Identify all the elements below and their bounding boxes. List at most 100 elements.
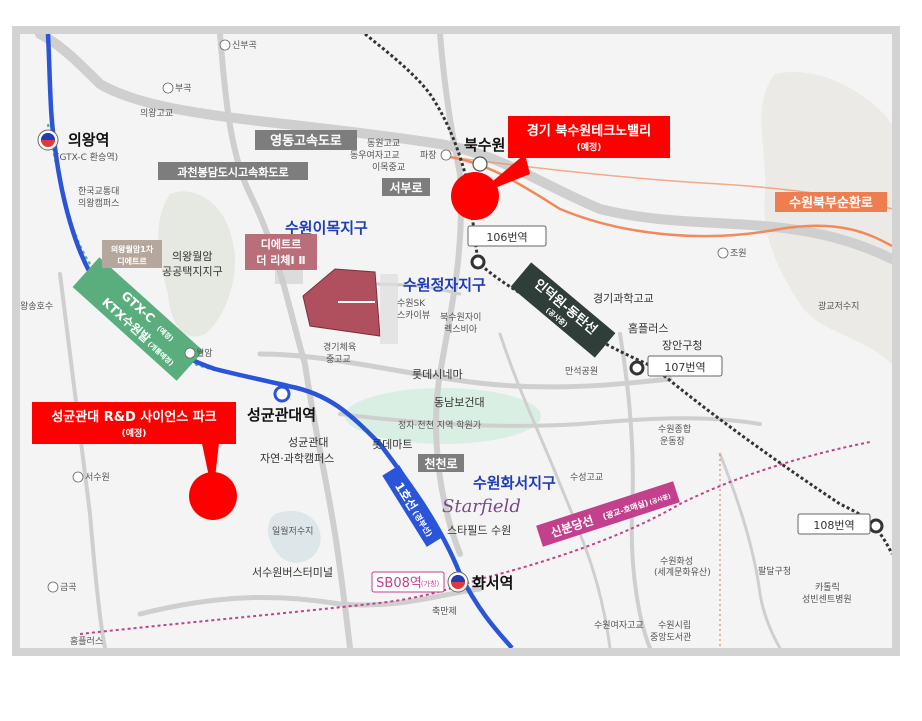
callout-box-skku <box>32 402 236 444</box>
park-woram <box>158 191 235 337</box>
poi-dongwon-3: 이목중교 <box>372 162 405 173</box>
map-canvas: 영동고속도로 과천봉담도시고속화도로 서부로 수원북부순환로 천천로 GTX-C… <box>20 34 892 648</box>
skku-pointer <box>200 434 220 496</box>
label-box-seobu <box>382 178 430 196</box>
station-uiwang-sub: (GTX-C 환승역) <box>56 151 118 163</box>
ic-jowon: 조원 <box>730 248 747 259</box>
ic-icon-woram <box>184 347 196 359</box>
station-sungkyunkwan <box>273 385 291 403</box>
poi-pe-1: 경기체육 <box>323 341 356 353</box>
poi-lotte-mart: 롯데마트 <box>372 438 412 451</box>
station-bugsuwon: 북수원 <box>464 136 505 154</box>
poi-carollic-2: 성빈센트병원 <box>802 594 852 605</box>
poi-ilwol: 일월저수지 <box>272 525 313 537</box>
road-label-yeongdong: 영동고속도로 <box>270 134 342 149</box>
callout-dietre-2: 더 리체Ⅰ Ⅱ <box>256 253 305 267</box>
map-frame: 영동고속도로 과천봉담도시고속화도로 서부로 수원북부순환로 천천로 GTX-C… <box>12 26 900 656</box>
callout-box-valley <box>508 116 670 158</box>
callout-skku: 성균관대 R&D 사이언스 파크 <box>51 409 216 425</box>
poi-carollic-1: 카톨릭 <box>815 581 840 593</box>
poi-uiwang-high: 의왕고교 <box>140 108 173 119</box>
valley-pointer <box>475 154 530 196</box>
poi-sci-high: 경기과학고교 <box>593 292 654 305</box>
station-uiwang: 의왕역 <box>68 131 109 149</box>
label-box-gwacheon <box>158 162 308 180</box>
station-hwaseo: 화서역 <box>472 574 513 592</box>
poi-starfield-logo: Starfield <box>442 496 521 517</box>
station-sungkyunkwan: 성균관대역 <box>247 406 316 424</box>
poi-skku-campus-2: 자연·과학캠퍼스 <box>260 452 334 465</box>
ic-icon-jowon <box>717 247 729 259</box>
tag-107: 107번역 <box>664 361 705 374</box>
station-tags: 106번역 107번역 108번역 SB08역 (가칭) <box>371 225 871 593</box>
location-map: 영동고속도로 과천봉담도시고속화도로 서부로 수원북부순환로 천천로 GTX-C… <box>20 34 892 648</box>
ic-icon-singok <box>219 39 231 51</box>
park-gwanggyo <box>761 72 892 364</box>
callout-box-uiwang-dietre <box>102 240 162 268</box>
tag-box-107 <box>647 355 723 377</box>
poi-seosuwon-bus: 서수원버스터미널 <box>252 566 333 579</box>
korail-hwaseo-half <box>451 575 465 582</box>
ic-icon-seosuwon <box>72 471 84 483</box>
district-imok: 수원이목지구 <box>285 219 368 237</box>
station-107 <box>629 360 645 376</box>
poi-library-1: 수원시립 <box>658 620 691 631</box>
poi-suseong: 수성고교 <box>570 472 603 483</box>
road-label-seobu: 서부로 <box>389 180 422 195</box>
line-1ho <box>45 34 514 648</box>
tag-106: 106번역 <box>486 231 527 244</box>
tag-box-sb08 <box>371 571 445 593</box>
poi-pe-2: 중고교 <box>326 354 351 365</box>
ic-bugsuwon <box>472 156 488 172</box>
poi-bukjeong-1: 북수원자이 <box>440 312 481 323</box>
poi-labels: 신부곡 부곡 의왕고교 한국교통대 의왕캠퍼스 의왕월암 공공택지지구 왕송호수… <box>20 40 859 647</box>
poi-jangan: 장안구청 <box>662 339 702 352</box>
callout-uiwang-dietre-2: 디에트르 <box>117 256 147 266</box>
poi-korail-univ-2: 의왕캠퍼스 <box>78 197 119 209</box>
line-sinbundang <box>79 441 871 635</box>
district-jeongja: 수원정자지구 <box>403 276 486 294</box>
ic-geumgok: 금곡 <box>60 582 77 593</box>
ic-woram: 월암 <box>196 347 213 359</box>
ic-paris: 파장 <box>420 150 437 161</box>
academy-zone <box>345 388 541 444</box>
poi-sports-1: 수원종합 <box>658 424 691 435</box>
road-label-cheoncheon: 천천로 <box>424 456 457 471</box>
poi-woram-2: 공공택지지구 <box>162 265 223 278</box>
tag-box-106 <box>467 225 547 247</box>
label-box-yeongdong <box>255 130 357 150</box>
poi-chukmanje: 축만제 <box>432 606 457 617</box>
tag-box-108 <box>797 513 871 535</box>
callout-box-dietre <box>245 234 317 270</box>
poi-sports-2: 운동장 <box>660 436 685 447</box>
poi-dongwon-1: 동원고교 <box>367 138 400 149</box>
poi-woram-1: 의왕월암 <box>172 250 212 263</box>
road-label-bukbu: 수원북부순환로 <box>789 195 873 211</box>
callout-uiwang-dietre-1: 의왕월암1차 <box>111 244 154 254</box>
callout-skku-sub: (예정) <box>122 427 147 439</box>
poi-sk-2: 스카이뷰 <box>397 310 430 321</box>
poi-homeplus-2: 홈플러스 <box>70 635 103 647</box>
ic-icon-geumgok <box>47 581 59 593</box>
poi-hwaseong-2: (세계문화유산) <box>654 566 711 578</box>
lake-ilwol <box>267 510 321 563</box>
indeokwon-label-box <box>510 262 616 358</box>
poi-manseok: 만석공원 <box>565 366 598 377</box>
poi-skku-campus-1: 성균관대 <box>288 436 328 449</box>
korail-uiwang-half <box>41 133 55 140</box>
callout-dietre-1: 디에트르 <box>261 237 301 251</box>
block-2 <box>380 274 398 344</box>
ic-seosuwon: 서수원 <box>85 472 110 483</box>
ic-icon-paris <box>440 149 452 161</box>
poi-sk-1: 수원SK <box>397 298 426 309</box>
district-hwaseo: 수원화서지구 <box>473 474 556 492</box>
station-108 <box>868 518 884 534</box>
poi-academy: 정자·천천 지역 학원가 <box>398 420 481 431</box>
sinbundang-label-box <box>536 481 680 547</box>
road-label-gwacheon: 과천봉담도시고속화도로 <box>177 165 288 179</box>
ic-icon-bugok <box>162 82 174 94</box>
tag-sb08: SB08역 <box>376 576 422 591</box>
poi-hwaseong-1: 수원화성 <box>660 556 693 567</box>
poi-dongwon-2: 동우여자고교 <box>350 149 400 161</box>
poi-library-2: 중앙도서관 <box>650 631 691 643</box>
